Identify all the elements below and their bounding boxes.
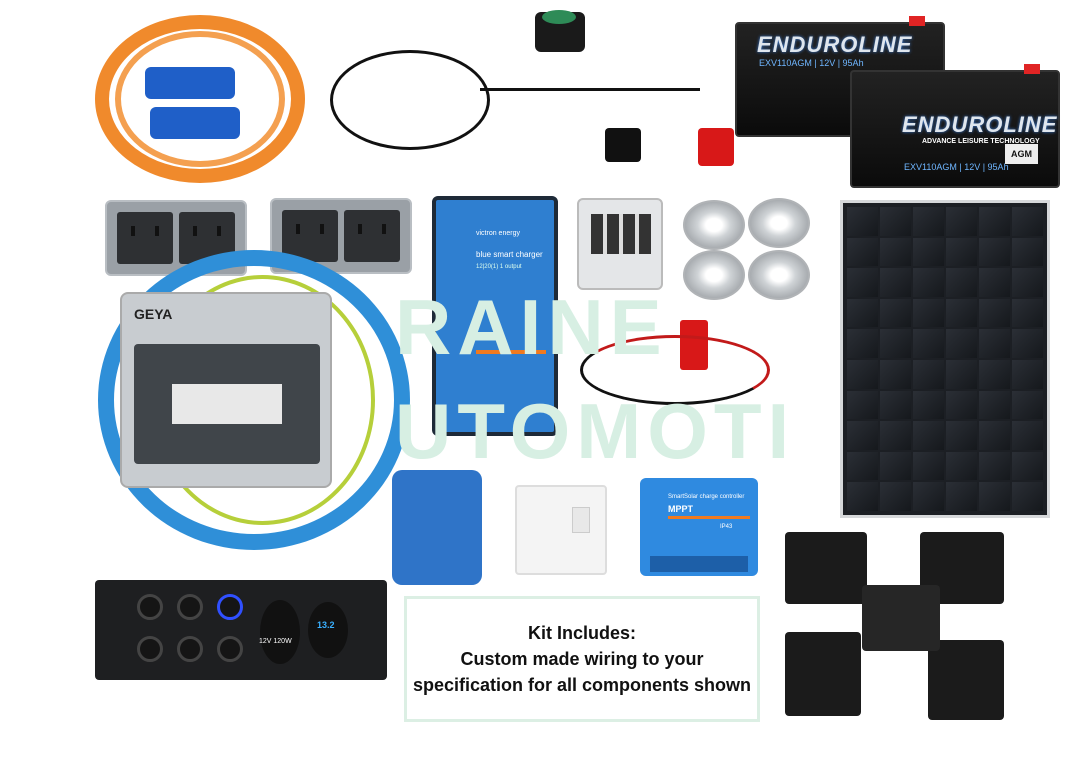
consumer-unit: GEYA bbox=[120, 292, 332, 488]
charger-model: blue smart charger bbox=[476, 250, 543, 259]
kit-title: Kit Includes: bbox=[527, 623, 636, 643]
battery-monitor bbox=[320, 10, 735, 190]
battery-brand: ENDUROLINE bbox=[757, 32, 913, 57]
mppt-model: SmartSolar charge controller bbox=[668, 494, 745, 500]
watermark-line1: RAINE bbox=[395, 283, 668, 371]
solar-bracket bbox=[785, 532, 867, 604]
voltmeter-reading: 13.2 bbox=[317, 620, 335, 630]
switch-panel: 12V 120W 13.2 bbox=[95, 580, 387, 680]
battery-spec: EXV110AGM | 12V | 95Ah bbox=[904, 162, 1009, 172]
charger-brand: victron energy bbox=[476, 230, 520, 237]
battery-spec: EXV110AGM | 12V | 95Ah bbox=[759, 58, 864, 68]
battery-tagline: ADVANCE LEISURE TECHNOLOGY bbox=[922, 138, 1040, 145]
kit-includes-box: Kit Includes: Custom made wiring to your… bbox=[404, 596, 760, 722]
battery-type: AGM bbox=[1005, 144, 1038, 164]
blue-plug bbox=[150, 107, 240, 139]
hookup-cable bbox=[95, 15, 310, 185]
mppt-ip: IP43 bbox=[720, 524, 733, 530]
solar-bracket bbox=[928, 640, 1004, 720]
watermark-line2: UTOMOTI bbox=[395, 387, 796, 475]
led-light bbox=[683, 200, 745, 250]
led-light bbox=[748, 250, 810, 300]
victron-charger: victron energy blue smart charger 12|20(… bbox=[432, 196, 558, 436]
leisure-battery: ENDUROLINE ADVANCE LEISURE TECHNOLOGY EX… bbox=[850, 64, 1060, 188]
solar-bracket bbox=[785, 632, 861, 716]
double-socket bbox=[270, 198, 412, 274]
socket-label: 12V 120W bbox=[259, 638, 292, 645]
mppt-controller: SmartSolar charge controller MPPT IP43 bbox=[640, 478, 758, 576]
blue-plug bbox=[145, 67, 235, 99]
led-light bbox=[683, 250, 745, 300]
cable-entry-gland bbox=[862, 585, 940, 651]
battery-brand: ENDUROLINE bbox=[902, 112, 1058, 137]
charger-rating: 12|20(1) 1 output bbox=[476, 264, 522, 270]
fuse-box bbox=[577, 198, 663, 290]
kit-line: specification for all components shown bbox=[412, 675, 752, 695]
solar-panel bbox=[840, 200, 1050, 518]
consumer-unit-brand: GEYA bbox=[134, 306, 173, 322]
hookup-inlet bbox=[392, 470, 482, 585]
battery-cables bbox=[570, 315, 775, 415]
single-socket bbox=[515, 485, 607, 575]
mppt-type: MPPT bbox=[668, 504, 694, 514]
led-light bbox=[748, 198, 810, 248]
kit-line: Custom made wiring to your bbox=[460, 649, 704, 669]
